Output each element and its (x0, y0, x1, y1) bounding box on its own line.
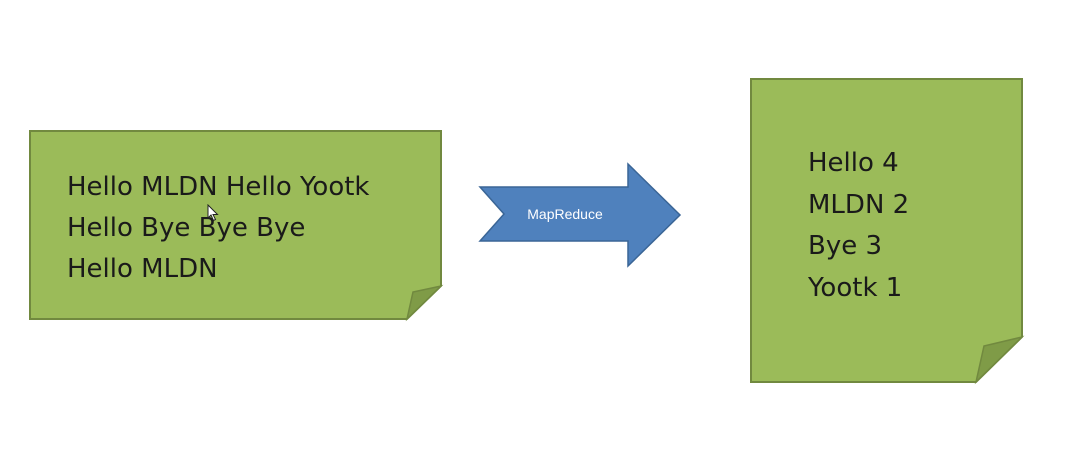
input-line-3: Hello MLDN (67, 254, 218, 284)
output-note-fold (974, 335, 1025, 385)
mapreduce-arrow-shape (478, 162, 682, 268)
mapreduce-label: MapReduce (527, 206, 603, 222)
input-line-2: Hello Bye Bye Bye (67, 213, 306, 243)
input-line-1: Hello MLDN Hello Yootk (67, 172, 370, 202)
output-line-3: Bye 3 (808, 231, 883, 261)
output-line-2: MLDN 2 (808, 189, 910, 220)
output-note (750, 78, 1025, 385)
output-line-4: Yootk 1 (808, 272, 903, 303)
mouse-pointer-icon (207, 204, 219, 222)
mapreduce-arrow: MapReduce (478, 162, 682, 268)
output-line-1: Hello 4 (808, 148, 899, 178)
input-note-text: Hello MLDN Hello Yootk Hello Bye Bye Bye… (67, 167, 369, 290)
input-note-fold (405, 284, 444, 322)
input-note (29, 130, 444, 322)
output-note-text: Hello 4 MLDN 2 Bye 3 Yootk 1 (808, 143, 909, 309)
